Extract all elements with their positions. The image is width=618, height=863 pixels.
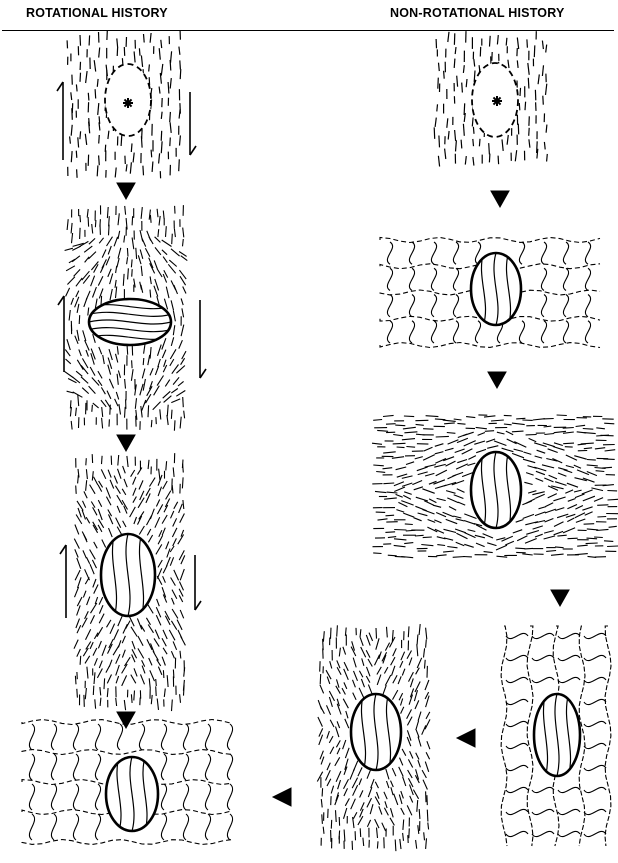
- down-arrow-icon: [117, 712, 135, 728]
- porphyroblast-icon: [101, 534, 155, 616]
- shear-arrow-up-icon: [57, 82, 63, 160]
- porphyroblast-icon: [106, 757, 158, 831]
- shear-arrow-down-icon: [195, 555, 201, 610]
- down-arrow-icon: [117, 183, 135, 199]
- shear-arrow-down-icon: [190, 92, 196, 155]
- shear-arrow-up-icon: [60, 545, 66, 618]
- shear-arrow-down-icon: [200, 300, 206, 378]
- down-arrow-icon: [488, 372, 506, 388]
- left-arrow-icon: [457, 729, 475, 747]
- down-arrow-icon: [551, 590, 569, 606]
- down-arrow-icon: [491, 191, 509, 207]
- porphyroblast-icon: [534, 694, 580, 776]
- porphyroblast-icon: [471, 253, 521, 325]
- porphyroblast-icon: [89, 299, 171, 345]
- left-arrow-icon: [273, 788, 291, 806]
- nucleus-star-icon: [492, 96, 502, 106]
- shear-arrow-up-icon: [58, 296, 64, 372]
- down-arrow-icon: [117, 435, 135, 451]
- porphyroblast-icon: [351, 694, 401, 770]
- nucleus-star-icon: [123, 98, 133, 108]
- porphyroblast-icon: [471, 452, 521, 528]
